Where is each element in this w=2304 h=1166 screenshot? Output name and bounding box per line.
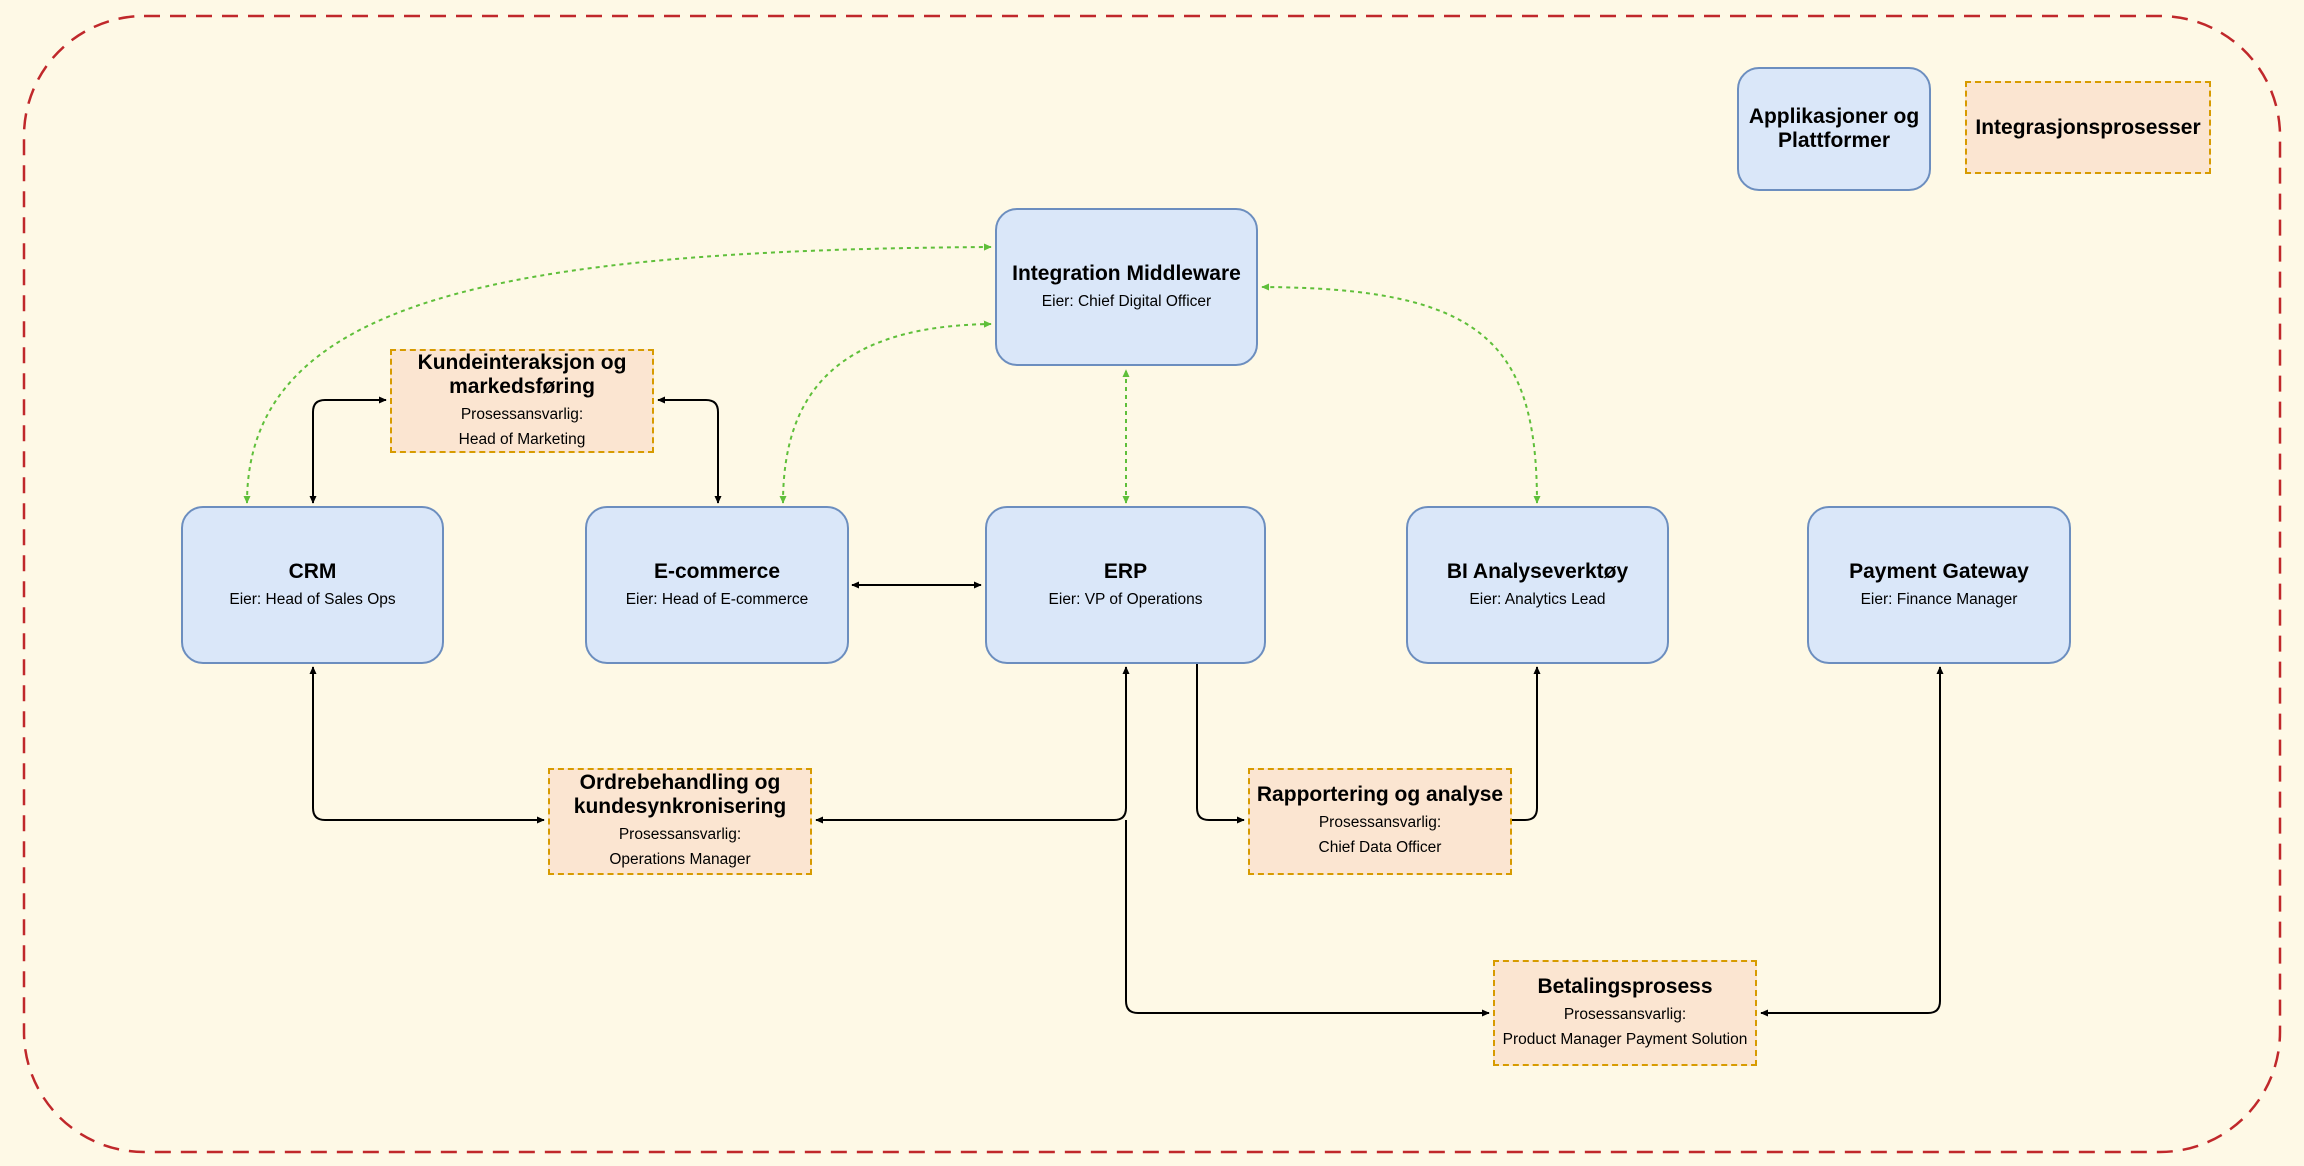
legend-processes-label: Integrasjonsprosesser	[1975, 115, 2201, 139]
process-responsible-name: Operations Manager	[609, 851, 751, 868]
process-betaling[interactable]: Betalingsprosess Prosessansvarlig: Produ…	[1493, 960, 1757, 1066]
process-kundeinteraksjon[interactable]: Kundeinteraksjon og markedsføring Proses…	[390, 349, 654, 453]
app-owner: Eier: Analytics Lead	[1469, 591, 1606, 608]
process-name: Betalingsprosess	[1537, 974, 1713, 998]
connector-erp-betaling	[1125, 820, 1490, 1017]
legend-processes: Integrasjonsprosesser	[1965, 81, 2211, 174]
connector-betaling-payment-gateway	[1760, 666, 1944, 1017]
app-payment-gateway[interactable]: Payment Gateway Eier: Finance Manager	[1807, 506, 2071, 664]
process-rapportering[interactable]: Rapportering og analyse Prosessansvarlig…	[1248, 768, 1512, 875]
connector-erp-ordrebehandling	[815, 666, 1130, 824]
connector-kundeinteraksjon-ecommerce	[657, 396, 722, 504]
app-crm[interactable]: CRM Eier: Head of Sales Ops	[181, 506, 444, 664]
app-name: ERP	[1103, 560, 1148, 583]
process-responsible-name: Chief Data Officer	[1318, 839, 1442, 856]
process-responsible: Prosessansvarlig: Head of Marketing	[459, 402, 586, 452]
app-owner: Eier: Finance Manager	[1860, 591, 2018, 608]
app-owner: Eier: Head of E-commerce	[625, 591, 809, 608]
app-name: E-commerce	[653, 560, 781, 583]
process-name: Ordrebehandling og kundesynkronisering	[573, 771, 787, 818]
process-name: Rapportering og analyse	[1256, 783, 1504, 806]
connector-crm-ordrebehandling	[309, 666, 545, 824]
process-responsible: Prosessansvarlig: Operations Manager	[609, 822, 750, 872]
process-responsible-label: Prosessansvarlig:	[1318, 814, 1442, 831]
app-name: BI Analyseverktøy	[1446, 560, 1629, 583]
app-ecommerce[interactable]: E-commerce Eier: Head of E-commerce	[585, 506, 849, 664]
app-integration-middleware[interactable]: Integration Middleware Eier: Chief Digit…	[995, 208, 1258, 366]
connector-erp-rapportering	[1196, 664, 1245, 824]
process-responsible: Prosessansvarlig: Chief Data Officer	[1319, 810, 1442, 860]
process-responsible: Prosessansvarlig: Product Manager Paymen…	[1503, 1002, 1748, 1052]
process-ordrebehandling[interactable]: Ordrebehandling og kundesynkronisering P…	[548, 768, 812, 875]
integration-link-bi-middleware	[1261, 283, 1541, 504]
integration-link-crm-middleware	[243, 243, 992, 504]
process-name: Kundeinteraksjon og markedsføring	[417, 350, 627, 398]
process-responsible-name: Head of Marketing	[458, 430, 586, 448]
process-responsible-name: Product Manager Payment Solution	[1502, 1030, 1748, 1048]
app-name: Payment Gateway	[1849, 560, 2029, 583]
app-name: CRM	[288, 560, 337, 583]
app-owner: Eier: Chief Digital Officer	[1041, 293, 1212, 310]
connector-crm-kundeinteraksjon	[309, 396, 387, 504]
process-responsible-label: Prosessansvarlig:	[618, 826, 742, 843]
app-owner: Eier: Head of Sales Ops	[229, 591, 396, 608]
process-responsible-label: Prosessansvarlig:	[1563, 1005, 1687, 1023]
boundary-frame	[22, 14, 2282, 1154]
connector-rapportering-bi	[1512, 666, 1541, 821]
app-bi-analyseverktoy[interactable]: BI Analyseverktøy Eier: Analytics Lead	[1406, 506, 1669, 664]
legend-applications: Applikasjoner og Plattformer	[1737, 67, 1931, 191]
app-owner: Eier: VP of Operations	[1048, 591, 1203, 608]
process-responsible-label: Prosessansvarlig:	[460, 405, 584, 423]
app-erp[interactable]: ERP Eier: VP of Operations	[985, 506, 1266, 664]
legend-applications-label: Applikasjoner og Plattformer	[1748, 105, 1920, 152]
app-name: Integration Middleware	[1012, 262, 1241, 285]
integration-link-ecommerce-middleware	[779, 320, 992, 504]
